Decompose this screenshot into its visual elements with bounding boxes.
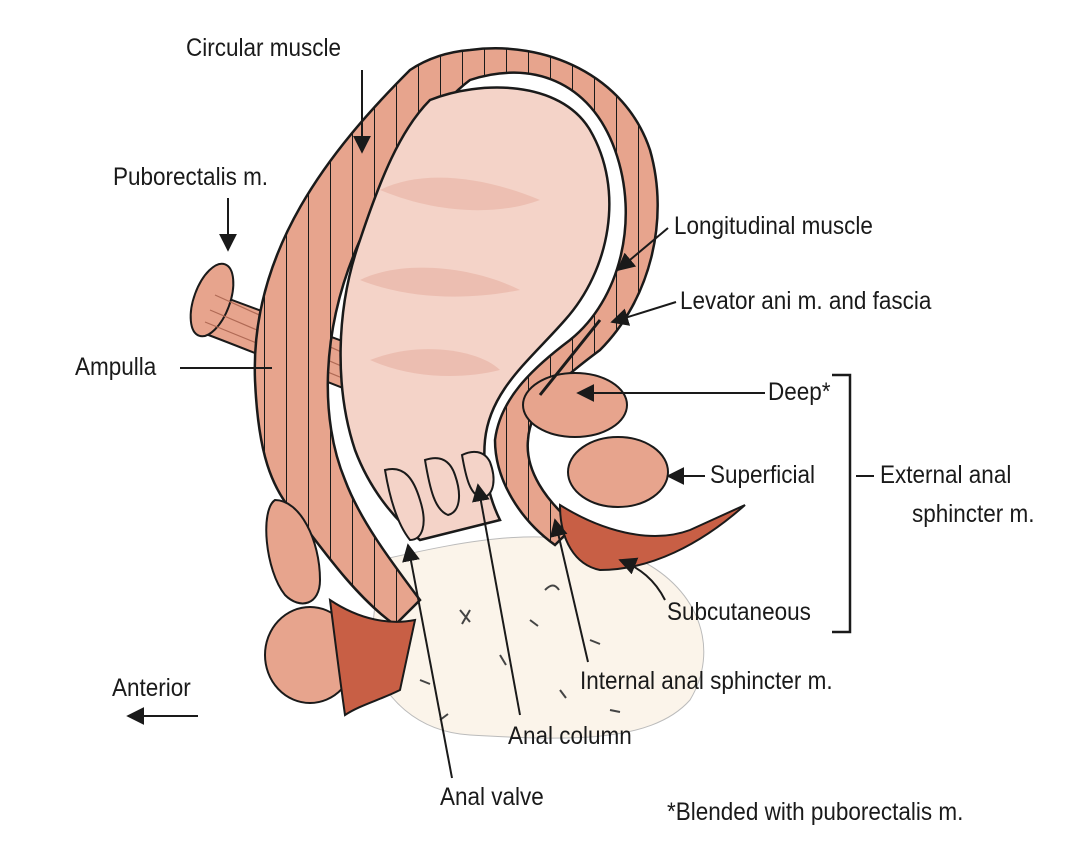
leader-lines (126, 70, 874, 779)
label-internal-anal-sphincter: Internal anal sphincter m. (580, 667, 833, 695)
anal-columns-group (383, 450, 495, 542)
label-anal-column: Anal column (508, 722, 632, 750)
internal-sphincter-leader (549, 518, 589, 663)
tissue-speckles (419, 584, 621, 721)
label-external-anal-sphincter-2: sphincter m. (912, 500, 1035, 528)
label-longitudinal-muscle: Longitudinal muscle (674, 212, 873, 240)
label-deep: Deep* (768, 378, 831, 406)
lumen-shading (360, 177, 540, 376)
label-anal-valve: Anal valve (440, 783, 544, 811)
anal-column-leader (472, 483, 521, 716)
anterior-subcutaneous-fan (328, 597, 417, 717)
subcutaneous-leader (618, 557, 666, 601)
subcutaneous-external-sphincter (558, 503, 746, 572)
label-anterior: Anterior (112, 674, 191, 702)
label-ampulla: Ampulla (75, 353, 157, 381)
anal-valve-leader (402, 543, 453, 779)
label-subcutaneous: Subcutaneous (667, 598, 811, 626)
label-puborectalis: Puborectalis m. (113, 163, 269, 191)
label-external-anal-sphincter-1: External anal (880, 461, 1012, 489)
longitudinal-muscle-leader (616, 227, 669, 272)
label-circular-muscle: Circular muscle (186, 34, 342, 62)
superficial-external-sphincter (567, 436, 669, 508)
deep-external-sphincter (522, 372, 628, 438)
levator-ani-leader (610, 301, 677, 326)
levator-ani-fascia (538, 319, 602, 396)
label-levator-ani: Levator ani m. and fascia (680, 287, 932, 315)
perineal-tissue (369, 536, 705, 739)
anterior-sphincter-upper (265, 498, 322, 605)
footnote: *Blended with puborectalis m. (667, 798, 964, 826)
external-sphincter-bracket (832, 373, 852, 634)
label-superficial: Superficial (710, 461, 816, 489)
